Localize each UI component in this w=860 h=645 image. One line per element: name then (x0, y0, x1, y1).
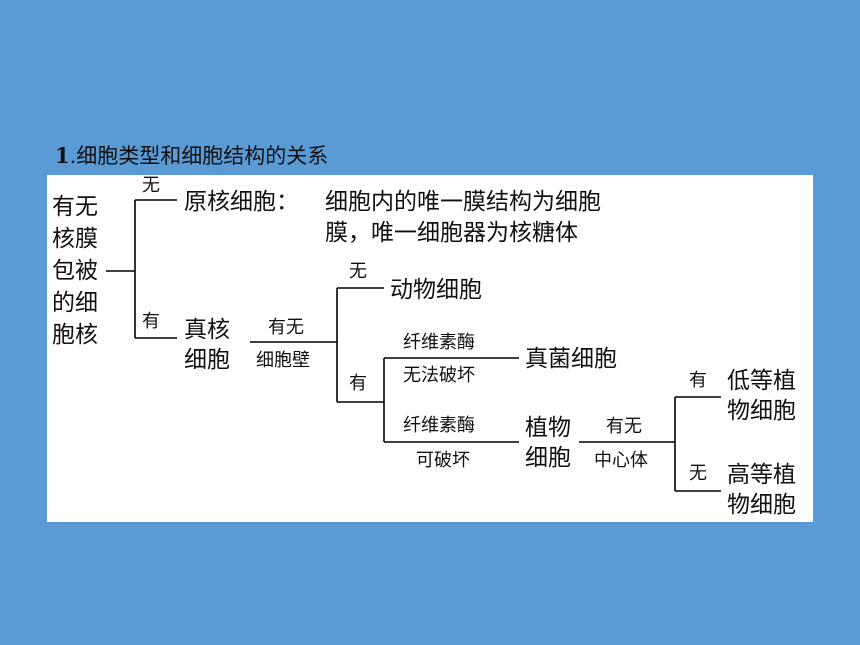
plant-condition-top: 纤维素酶 (403, 415, 475, 436)
prokaryote-desc-line-2: 膜，唯一细胞器为核糖体 (325, 220, 578, 246)
prokaryote-desc-line-1: 细胞内的唯一膜结构为细胞 (325, 189, 601, 215)
fungi-condition-top: 纤维素酶 (403, 332, 475, 353)
no-centrosome-label: 无 (689, 463, 707, 484)
fungi-cell-label: 真菌细胞 (525, 346, 617, 372)
root-label-line-1: 有无 (52, 194, 98, 220)
root-label-line-4: 的细 (52, 290, 98, 316)
higher-plant-label-line-2: 物细胞 (727, 492, 796, 518)
connector-lines (106, 199, 721, 492)
section-title-text: .细胞类型和细胞结构的关系 (69, 144, 329, 168)
cell-classification-diagram: 有无 核膜 包被 的细 胞核 无 有 原核细胞： 细胞内的唯一膜结构为细胞 膜，… (47, 175, 813, 522)
cell-wall-criterion-bottom: 细胞壁 (256, 350, 310, 371)
has-centrosome-label: 有 (689, 370, 707, 391)
branch-yes-label: 有 (142, 311, 160, 332)
root-label-line-3: 包被 (52, 258, 98, 284)
root-label-line-2: 核膜 (52, 226, 98, 252)
centrosome-criterion-top: 有无 (606, 416, 642, 437)
section-number: 1 (55, 143, 70, 168)
fungi-condition-bottom: 无法破坏 (403, 365, 475, 386)
plant-cell-label-line-1: 植物 (525, 415, 571, 441)
cell-wall-criterion-top: 有无 (268, 317, 304, 338)
section-title: 1.细胞类型和细胞结构的关系 (55, 140, 328, 170)
plant-condition-bottom: 可破坏 (416, 450, 470, 471)
prokaryote-name: 原核细胞： (184, 189, 299, 215)
lower-plant-label-line-1: 低等植 (727, 368, 796, 394)
plant-cell-label-line-2: 细胞 (525, 445, 571, 471)
branch-no-label: 无 (142, 175, 160, 196)
centrosome-criterion-bottom: 中心体 (594, 450, 648, 471)
has-wall-label: 有 (349, 373, 367, 394)
lower-plant-label-line-2: 物细胞 (727, 398, 796, 424)
eukaryote-name-line-2: 细胞 (184, 347, 230, 373)
animal-cell-label: 动物细胞 (390, 277, 482, 303)
no-wall-label: 无 (349, 261, 367, 282)
eukaryote-name-line-1: 真核 (184, 317, 230, 343)
higher-plant-label-line-1: 高等植 (727, 462, 796, 488)
root-label-line-5: 胞核 (52, 322, 98, 348)
